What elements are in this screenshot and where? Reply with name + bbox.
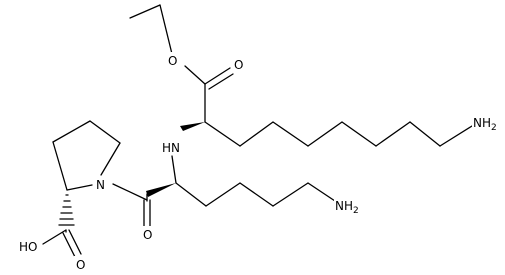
atom-ester-oxygen: O	[166, 52, 179, 68]
terminal-amine-bottom-label: NH2	[335, 199, 359, 216]
bond-lys-side-3	[239, 182, 274, 207]
hashed-wedge-pro-alpha-cooh	[58, 194, 75, 226]
bond-chain-4	[307, 121, 343, 147]
bond-chain-3	[272, 121, 309, 147]
bond-amide-c-n	[112, 183, 148, 201]
ester-carbonyl-oxygen-label: O	[234, 58, 243, 72]
bond-chain-5	[341, 121, 377, 147]
bond-ethyl-ch3	[129, 4, 161, 19]
amine-nh-label: HN	[162, 141, 180, 155]
atom-ester-carbonyl-oxygen: O	[232, 56, 245, 72]
bond-cooh-double-b	[62, 232, 76, 258]
bond-ester-carbonyl-double-a	[204, 67, 231, 85]
bond-cooh-c-oh	[42, 229, 67, 245]
bond-nh-lys-alpha	[171, 155, 177, 184]
bond-pro-cdelta-cgamma	[89, 120, 121, 144]
wedge-bond-lys-alpha	[146, 183, 176, 197]
bond-pro-cbeta-calpha	[52, 141, 68, 191]
bond-cooh-double-c	[68, 229, 82, 255]
bond-ester-carbonyl-double-b	[208, 73, 234, 90]
acid-hydroxyl-label: HO	[19, 240, 37, 254]
bond-chain-8	[439, 125, 473, 147]
ester-oxygen-label: O	[168, 54, 177, 68]
bond-lys-side-4	[272, 182, 309, 207]
acid-oxygen-label: O	[76, 258, 85, 272]
bond-chain-2	[239, 121, 274, 147]
proline-nitrogen-label: N	[96, 178, 105, 192]
bond-lys-side-1	[175, 182, 207, 207]
atom-amide-oxygen: O	[141, 226, 154, 242]
bond-pro-calpha-n	[66, 184, 93, 191]
atom-proline-nitrogen: N	[94, 176, 108, 192]
bond-chain-1	[204, 121, 241, 147]
bond-pro-cgamma-cbeta	[52, 120, 91, 143]
bond-lys-side-5	[307, 182, 336, 202]
atom-acid-hydroxyl: HO	[18, 238, 42, 254]
bond-pro-n-cdelta	[100, 142, 121, 176]
atom-acid-oxygen: O	[74, 256, 87, 272]
bond-layer	[42, 4, 473, 258]
bond-ethyl-ch2-o	[159, 4, 173, 55]
atom-terminal-amine-bottom: NH2	[334, 197, 364, 216]
bond-chain-6	[375, 121, 411, 147]
atom-terminal-amine-top: NH2	[472, 114, 502, 133]
bond-o-carbonyl	[184, 65, 206, 85]
bond-lys-side-2	[205, 182, 241, 207]
terminal-amine-top-label: NH2	[473, 116, 497, 133]
atom-amine-nh: HN	[161, 139, 183, 155]
amide-oxygen-label: O	[143, 228, 152, 242]
bond-chain-7	[409, 121, 441, 147]
wedge-bond-alpha-to-nh	[180, 122, 205, 131]
atom-layer: O O HN NH2 NH2 N O HO	[18, 52, 502, 272]
